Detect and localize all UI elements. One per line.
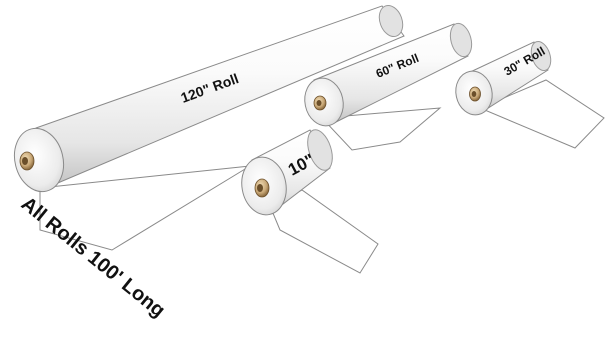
roll-60-inch bbox=[304, 22, 473, 127]
roll-120-inch bbox=[13, 5, 405, 193]
film-sheet-120 bbox=[39, 165, 251, 251]
roll-30-inch bbox=[455, 40, 552, 116]
film-sheet-60 bbox=[320, 107, 442, 151]
roll-10-inch bbox=[241, 129, 333, 216]
film-sheet-10 bbox=[269, 189, 379, 274]
film-sheet-30 bbox=[478, 79, 605, 149]
